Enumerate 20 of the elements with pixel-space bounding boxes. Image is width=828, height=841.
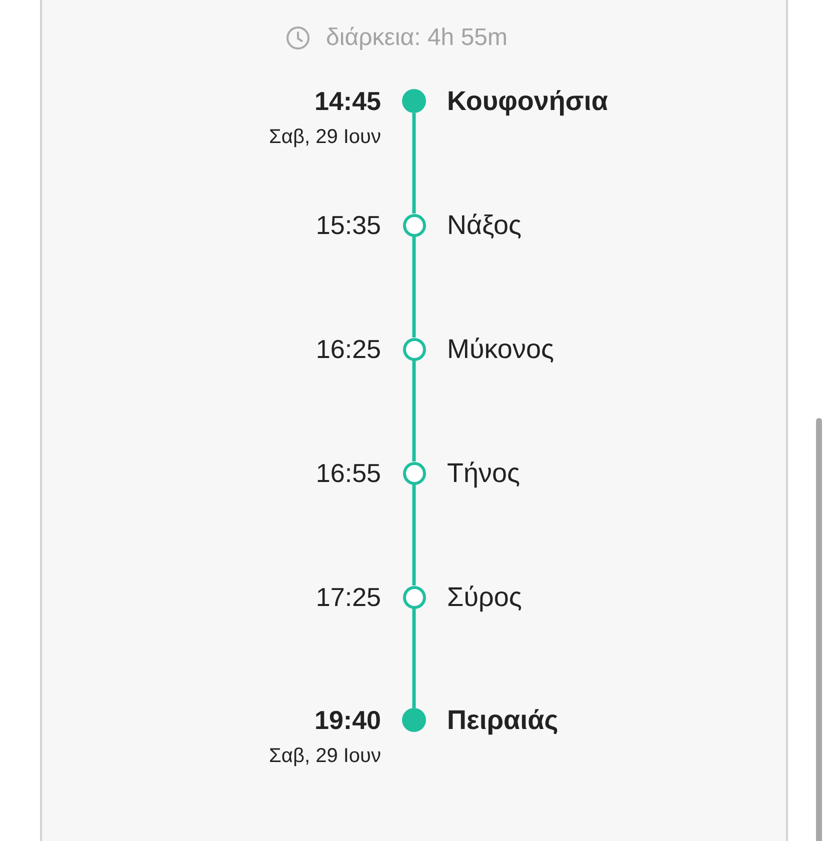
stop-name: Τήνος: [447, 457, 520, 489]
stop-time: 16:25: [316, 334, 381, 364]
duration-text: διάρκεια: 4h 55m: [326, 23, 508, 53]
route-line: [412, 236, 416, 338]
stop-name: Νάξος: [447, 209, 522, 241]
stop-time: 17:25: [316, 582, 381, 612]
stop-name: Μύκονος: [447, 333, 554, 365]
stop-time: 19:40: [314, 705, 381, 735]
route-line: [412, 113, 416, 214]
stop-name: Σύρος: [447, 581, 522, 613]
stop-time: 14:45: [314, 86, 381, 116]
route-line: [412, 608, 416, 708]
stop-date: Σαβ, 29 Ιουν: [269, 744, 381, 768]
stop-name: Κουφονήσια: [447, 85, 608, 117]
route-line: [412, 484, 416, 586]
stop-name: Πειραιάς: [447, 704, 558, 736]
stop-date: Σαβ, 29 Ιουν: [269, 125, 381, 149]
stop-time: 15:35: [316, 210, 381, 240]
route-line: [412, 360, 416, 462]
stop-time: 16:55: [316, 458, 381, 488]
